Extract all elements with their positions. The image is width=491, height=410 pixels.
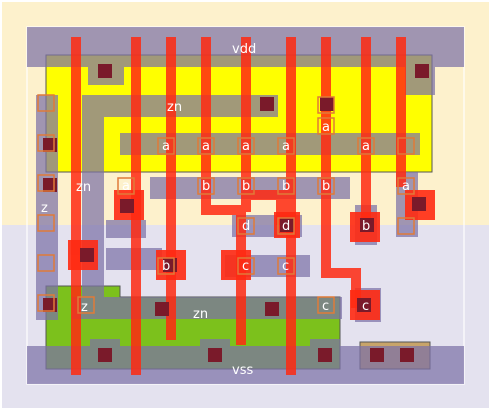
poly-c-route-1	[321, 268, 361, 278]
poly-gate-8	[361, 37, 371, 227]
a-label: a	[162, 139, 170, 154]
zn-label-bottom: zn	[193, 307, 208, 322]
c-label: c	[322, 299, 329, 314]
b-label: b	[362, 219, 370, 234]
z-label-bottom: z	[81, 300, 88, 315]
a-label: a	[122, 179, 130, 194]
b-label: b	[322, 179, 330, 194]
a-label: a	[202, 139, 210, 154]
poly-c-route-2	[351, 268, 361, 308]
zn-label-top: zn	[167, 100, 182, 115]
poly-b-route-1	[201, 205, 246, 215]
b-label: b	[162, 259, 170, 274]
d-label: d	[282, 219, 290, 234]
poly-gate-3-stub	[166, 280, 176, 340]
a-horizontal-metal	[120, 133, 420, 155]
vdd-label: vdd	[232, 42, 256, 57]
z-label-left: z	[41, 201, 48, 216]
a-label: a	[282, 139, 290, 154]
a-label: a	[362, 139, 370, 154]
a-label: a	[402, 179, 410, 194]
b-label: b	[202, 179, 210, 194]
a-label: a	[322, 120, 330, 135]
vss-label: vss	[232, 363, 253, 378]
zn-label-left: zn	[76, 180, 91, 195]
poly-gate-7	[321, 37, 331, 277]
b-label: b	[282, 179, 290, 194]
b-label: b	[242, 179, 250, 194]
contacts	[43, 64, 429, 362]
c-label: c	[282, 259, 289, 274]
d-label: d	[242, 219, 250, 234]
poly-b-route-3	[241, 190, 296, 200]
poly-gate-5	[241, 37, 251, 212]
pin-boxes	[37, 94, 415, 314]
poly-gate-4	[201, 37, 211, 212]
a-label: a	[242, 139, 250, 154]
c-label: c	[362, 299, 369, 314]
poly-gate-9	[396, 37, 406, 187]
zn-vertical-metal	[82, 95, 104, 315]
poly-gate-1	[71, 37, 81, 375]
poly-gate-3	[166, 37, 176, 262]
c-label: c	[242, 259, 249, 274]
